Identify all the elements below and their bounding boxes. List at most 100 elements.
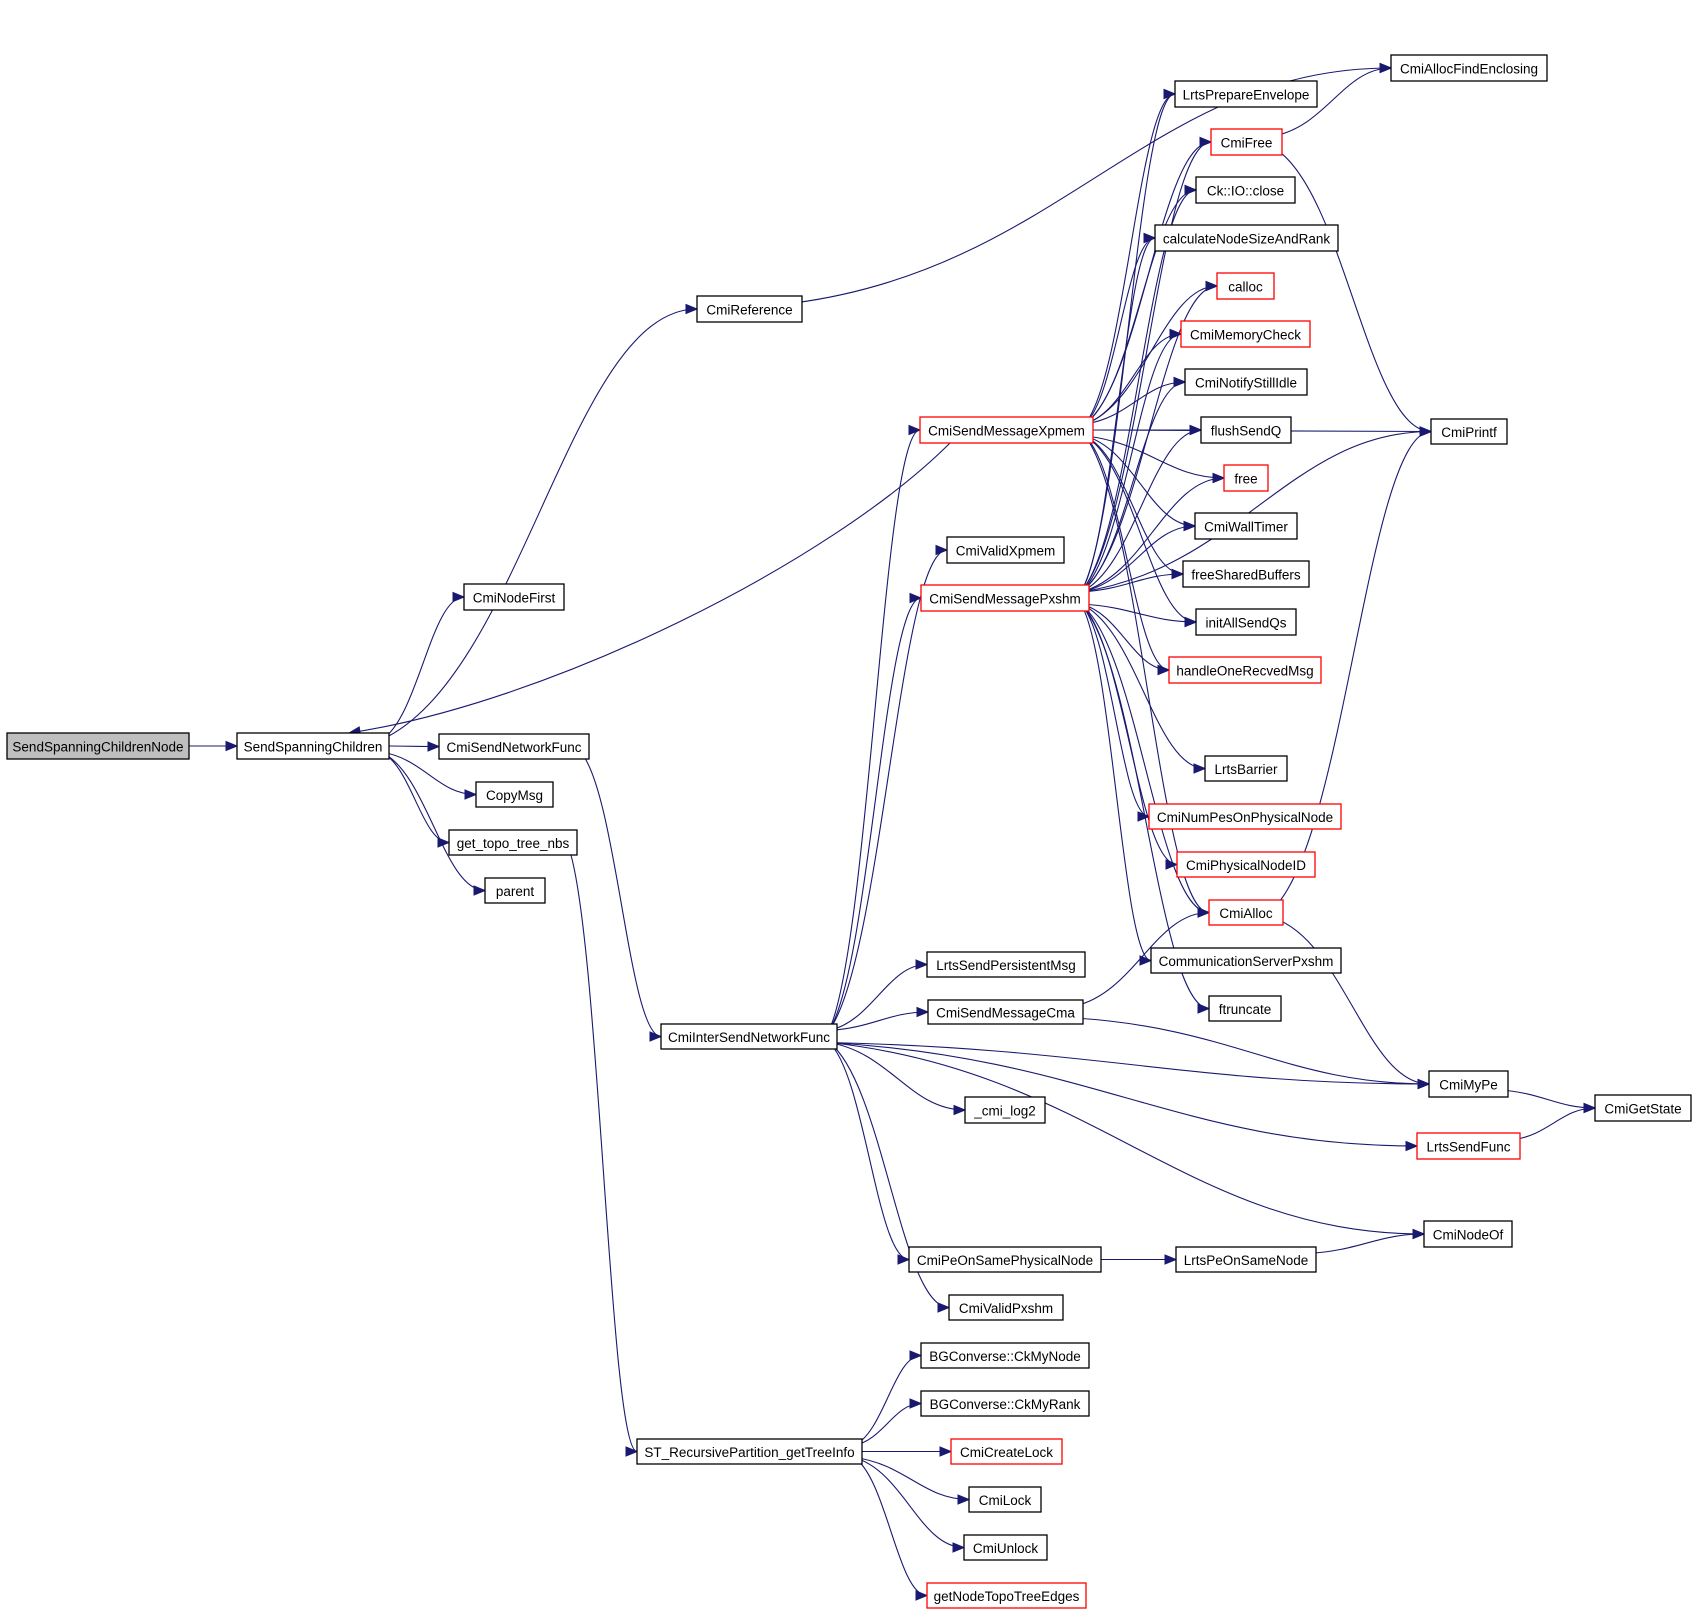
node-lrtspeonsamenode[interactable]: LrtsPeOnSameNode	[1175, 1246, 1317, 1273]
node-cmiunlock[interactable]: CmiUnlock	[963, 1534, 1048, 1561]
node-box	[1150, 947, 1342, 974]
node-cmimemorycheck[interactable]: CmiMemoryCheck	[1180, 320, 1311, 348]
node-flushsendq[interactable]: flushSendQ	[1200, 416, 1292, 444]
node-cmivalidxpmem[interactable]: CmiValidXpmem	[946, 536, 1065, 564]
node-box	[463, 583, 565, 611]
node-box	[660, 1023, 838, 1050]
node-communicationserverpxshm[interactable]: CommunicationServerPxshm	[1150, 947, 1342, 974]
node-calculatenodesizeandrank[interactable]: calculateNodeSizeAndRank	[1154, 224, 1339, 252]
edge-cmisendmessagexpmem-to-freesharedbuffers	[1084, 435, 1184, 575]
node-box	[1174, 80, 1318, 108]
node-box	[1423, 1220, 1513, 1248]
node-cmisendmessagepxshm[interactable]: CmiSendMessagePxshm	[920, 584, 1090, 612]
edge-cmisendmessagexpmem-to-cmiwalltimer	[1084, 435, 1196, 527]
node-box	[950, 1438, 1063, 1465]
node-cminumpesonphysicalnode[interactable]: CmiNumPesOnPhysicalNode	[1148, 803, 1342, 830]
node-initallsendqs[interactable]: initAllSendQs	[1195, 608, 1297, 636]
arrowhead-icon	[937, 1302, 951, 1313]
edge-cmisendmessagepxshm-to-cminumpesonphysicalnode	[1080, 603, 1150, 818]
node-label: BGConverse::CkMyRank	[930, 1397, 1081, 1412]
node-cmicreatelock[interactable]: CmiCreateLock	[950, 1438, 1063, 1465]
node-cmi-log2[interactable]: _cmi_log2	[964, 1096, 1046, 1124]
node-freesharedbuffers[interactable]: freeSharedBuffers	[1182, 560, 1310, 588]
node-cminotifystillidle[interactable]: CmiNotifyStillIdle	[1184, 368, 1308, 396]
node-cmilock[interactable]: CmiLock	[968, 1486, 1042, 1513]
node-cmialloc[interactable]: CmiAlloc	[1208, 899, 1284, 926]
node-cmivalidpxshm[interactable]: CmiValidPxshm	[948, 1294, 1064, 1321]
node-bgconverse-ckmyrank[interactable]: BGConverse::CkMyRank	[920, 1390, 1090, 1417]
node-cmimype[interactable]: CmiMyPe	[1428, 1070, 1509, 1098]
node-box	[1148, 803, 1342, 830]
node-label: CmiValidPxshm	[959, 1301, 1053, 1316]
node-label: ST_RecursivePartition_getTreeInfo	[644, 1445, 854, 1460]
node-lrtsbarrier[interactable]: LrtsBarrier	[1204, 755, 1288, 782]
node-handleonerecvedmsg[interactable]: handleOneRecvedMsg	[1168, 656, 1322, 684]
node-label: CmiNotifyStillIdle	[1195, 376, 1297, 391]
arrowhead-icon	[225, 740, 239, 752]
node-cmipeonsamephysicalnode[interactable]: CmiPeOnSamePhysicalNode	[908, 1246, 1102, 1273]
node-sendspanningchildrennode[interactable]: SendSpanningChildrenNode	[6, 732, 190, 760]
edge-cmiintersendnetworkfunc-to-cmipeonsamephysicalnode	[828, 1042, 910, 1261]
arrowhead-icon	[1412, 1228, 1426, 1240]
edge-cmisendmessagepxshm-to-ftruncate	[1080, 603, 1210, 1010]
node-cmiintersendnetworkfunc[interactable]: CmiInterSendNetworkFunc	[660, 1023, 838, 1050]
node-label: CmiWallTimer	[1204, 520, 1288, 535]
arrowhead-icon	[1197, 1003, 1211, 1014]
node-cmigetstate[interactable]: CmiGetState	[1594, 1094, 1692, 1122]
node-calloc[interactable]: calloc	[1216, 272, 1275, 300]
node-box	[927, 999, 1084, 1025]
node-label: CmiGetState	[1604, 1102, 1681, 1117]
edge-cmiintersendnetworkfunc-to-cmimype	[828, 1041, 1430, 1085]
node-ck-io-close[interactable]: Ck::IO::close	[1195, 176, 1296, 204]
node-lrtssendfunc[interactable]: LrtsSendFunc	[1416, 1132, 1521, 1160]
arrowhead-icon	[1583, 1102, 1597, 1114]
edge-cmisendmessagepxshm-to-calculatenodesizeandrank	[1080, 237, 1156, 593]
node-parent[interactable]: parent	[484, 877, 546, 904]
edge-cmisendmessagepxshm-to-cmiwalltimer	[1080, 525, 1196, 593]
arrowhead-icon	[1199, 136, 1213, 148]
node-get-topo-tree-nbs[interactable]: get_topo_tree_nbs	[448, 829, 578, 856]
node-box	[1223, 464, 1269, 492]
node-box	[1430, 418, 1508, 445]
node-box	[926, 1582, 1087, 1609]
arrowhead-icon	[916, 1006, 930, 1018]
edge-cmisendmessagepxshm-to-cmialloc	[1080, 603, 1210, 914]
arrowhead-icon	[464, 789, 478, 800]
node-cmiprintf[interactable]: CmiPrintf	[1430, 418, 1508, 445]
node-cmifree[interactable]: CmiFree	[1210, 128, 1283, 156]
edge-cmisendmessagexpmem-to-lrtsprepareenvelope	[1084, 93, 1176, 425]
arrowhead-icon	[1419, 426, 1433, 437]
node-cmisendmessagexpmem[interactable]: CmiSendMessageXpmem	[919, 416, 1094, 444]
node-lrtssendpersistentmsg[interactable]: LrtsSendPersistentMsg	[926, 951, 1086, 978]
arrowhead-icon	[935, 544, 949, 556]
node-lrtsprepareenvelope[interactable]: LrtsPrepareEnvelope	[1174, 80, 1318, 108]
node-cmiallocfindenclosing[interactable]: CmiAllocFindEnclosing	[1390, 54, 1548, 82]
node-label: CmiAllocFindEnclosing	[1400, 62, 1538, 77]
node-cmiphysicalnodeid[interactable]: CmiPhysicalNodeID	[1176, 851, 1316, 878]
node-cminodefirst[interactable]: CmiNodeFirst	[463, 583, 565, 611]
node-getnodetopotreeedges[interactable]: getNodeTopoTreeEdges	[926, 1582, 1087, 1609]
node-sendspanningchildren[interactable]: SendSpanningChildren	[236, 732, 390, 760]
node-cminodeof[interactable]: CmiNodeOf	[1423, 1220, 1513, 1248]
node-label: CmiCreateLock	[960, 1445, 1053, 1460]
node-cmisendmessagecma[interactable]: CmiSendMessageCma	[927, 999, 1084, 1025]
node-box	[236, 732, 390, 760]
node-st-recursivepartition-gettreeinfo[interactable]: ST_RecursivePartition_getTreeInfo	[636, 1438, 863, 1465]
node-cmiwalltimer[interactable]: CmiWallTimer	[1194, 512, 1298, 540]
node-box	[1208, 899, 1284, 926]
edge-cmisendmessagepxshm-to-free	[1080, 477, 1225, 593]
edge-cmisendmessagexpmem-to-cmialloc	[1084, 435, 1210, 914]
node-cmisendnetworkfunc[interactable]: CmiSendNetworkFunc	[438, 733, 590, 760]
arrowhead-icon	[1212, 472, 1226, 484]
node-label: CmiAlloc	[1219, 906, 1273, 921]
node-free[interactable]: free	[1223, 464, 1269, 492]
node-cmireference[interactable]: CmiReference	[696, 295, 803, 323]
node-box	[475, 781, 554, 808]
arrowhead-icon	[427, 741, 441, 752]
edge-cmisendmessagepxshm-to-cminotifystillidle	[1080, 381, 1186, 593]
node-label: _cmi_log2	[973, 1104, 1036, 1119]
node-ftruncate[interactable]: ftruncate	[1208, 995, 1282, 1022]
node-bgconverse-ckmynode[interactable]: BGConverse::CkMyNode	[920, 1342, 1090, 1369]
node-copymsg[interactable]: CopyMsg	[475, 781, 554, 808]
